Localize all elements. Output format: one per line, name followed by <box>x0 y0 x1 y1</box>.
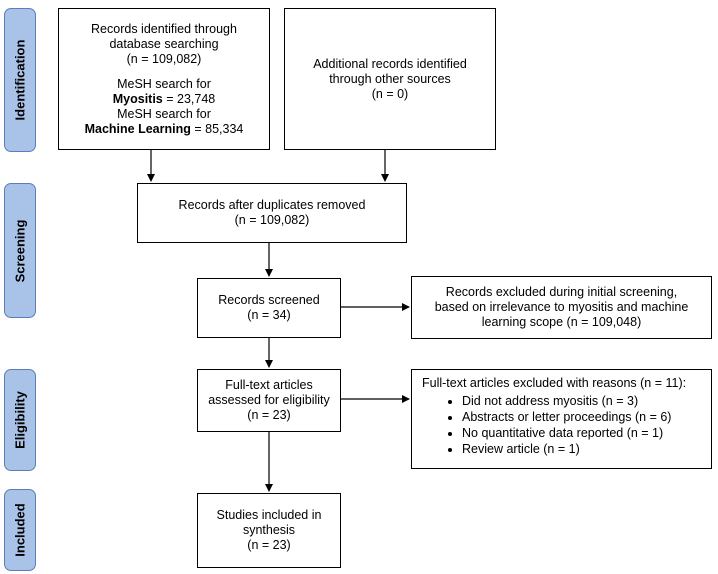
list-item: Abstracts or letter proceedings (n = 6) <box>462 409 671 425</box>
mesh-value: = 23,748 <box>162 91 216 106</box>
box-duplicates-removed: Records after duplicates removed (n = 10… <box>137 183 407 243</box>
mesh-ml-line: Machine Learning = 85,334 <box>85 122 244 137</box>
list-item: Did not address myositis (n = 3) <box>462 393 671 409</box>
text-line: Records identified through <box>91 21 237 36</box>
list-item: No quantitative data reported (n = 1) <box>462 425 671 441</box>
phase-included: Included <box>4 489 36 571</box>
mesh-myositis-line: Myositis = 23,748 <box>113 92 216 107</box>
text-line: Records screened <box>218 293 320 307</box>
list-item: Review article (n = 1) <box>462 441 671 457</box>
box-full-text-assessed: Full-text articles assessed for eligibil… <box>197 369 341 432</box>
mesh-term: Myositis <box>112 91 163 106</box>
phase-screening: Screening <box>4 183 36 318</box>
box-records-screened: Records screened (n = 34) <box>197 278 341 338</box>
text-line: Records after duplicates removed <box>178 198 366 212</box>
text-line: Records excluded during initial screenin… <box>445 285 678 299</box>
box-full-text-excluded: Full-text articles excluded with reasons… <box>411 369 712 469</box>
phase-identification: Identification <box>4 8 36 152</box>
text-line: MeSH search for <box>117 106 211 121</box>
text-line: Studies included in <box>216 508 322 522</box>
text-line: learning scope (n = 109,048) <box>481 315 642 329</box>
text-line: Additional records identified <box>313 56 467 71</box>
phase-eligibility: Eligibility <box>4 369 36 471</box>
excluded-heading: Full-text articles excluded with reasons… <box>422 376 687 390</box>
text-line: (n = 109,082) <box>126 51 202 66</box>
text-line: (n = 23) <box>247 408 291 422</box>
text-line: (n = 23) <box>247 538 291 552</box>
text-line: through other sources <box>329 71 451 86</box>
text-line: assessed for eligibility <box>208 393 330 407</box>
text-line: Full-text articles <box>225 378 313 392</box>
text-line: database searching <box>109 36 219 51</box>
text-line: MeSH search for <box>117 76 211 91</box>
text-line: (n = 34) <box>247 308 291 322</box>
box-studies-included: Studies included in synthesis (n = 23) <box>197 493 341 568</box>
text-line: synthesis <box>242 523 296 537</box>
text-line: (n = 109,082) <box>234 213 310 227</box>
mesh-term: Machine Learning <box>84 121 191 136</box>
box-excluded-screening: Records excluded during initial screenin… <box>411 276 712 339</box>
box-other-sources: Additional records identified through ot… <box>284 8 496 150</box>
mesh-value: = 85,334 <box>190 121 244 136</box>
exclusion-reasons-list: Did not address myositis (n = 3) Abstrac… <box>422 393 671 457</box>
text-line: (n = 0) <box>371 86 409 101</box>
box-database-search: Records identified through database sear… <box>58 8 270 150</box>
text-line: based on irrelevance to myositis and mac… <box>434 300 689 314</box>
